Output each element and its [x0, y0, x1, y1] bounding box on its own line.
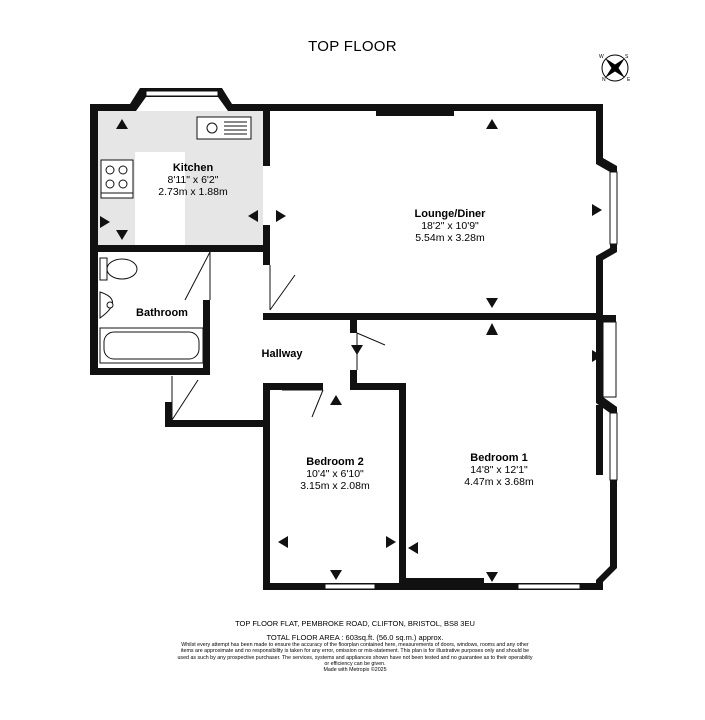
- arrow-bed2-right: [386, 536, 396, 548]
- kitchen-imperial: 8'11" x 6'2": [167, 174, 219, 186]
- wall-kitchen-bay: [90, 88, 270, 111]
- kitchen-metric: 2.73m x 1.88m: [158, 186, 228, 198]
- wall-bed2-left: [263, 385, 270, 590]
- bedroom1-name: Bedroom 1: [470, 452, 528, 464]
- compass-s-label: S: [625, 54, 629, 60]
- kitchen-name: Kitchen: [172, 162, 214, 174]
- wall-bed2-top: [263, 383, 323, 390]
- kitchen-floor-cutout: [135, 152, 185, 247]
- wall-kitchen-right-lower: [263, 225, 270, 265]
- door-bed2: [282, 389, 324, 418]
- arrow-bed1-top: [486, 323, 498, 335]
- arrow-lounge-right: [592, 204, 602, 216]
- wall-bottom-bed1: [403, 583, 603, 590]
- bedroom2-imperial: 10'4" x 6'10": [306, 468, 364, 480]
- arrow-bed2-left: [278, 536, 288, 548]
- compass-rose-icon: S N E W: [596, 49, 634, 87]
- wall-bed2-right: [399, 383, 406, 590]
- wall-bed1-bay-lower: [596, 480, 617, 590]
- wall-bed1-right-upper: [596, 320, 603, 400]
- arrow-hall: [351, 345, 363, 355]
- toilet-bowl: [106, 258, 138, 280]
- room-label-hallway: Hallway: [250, 348, 314, 360]
- footer-disclaimer-block: Whilst every attempt has been made to en…: [175, 642, 535, 673]
- window-bed1-upper: [602, 321, 617, 398]
- bedroom2-metric: 3.15m x 2.08m: [300, 480, 370, 492]
- compass-w-label: W: [599, 54, 604, 60]
- door-kitchen: [269, 265, 296, 311]
- compass-e-label: E: [627, 77, 631, 83]
- wall-bottom-dark: [406, 578, 484, 585]
- hallway-name: Hallway: [261, 348, 303, 360]
- kitchen-hob: [100, 159, 134, 194]
- arrow-lounge-bottom: [486, 298, 498, 308]
- sink-bowl: [206, 122, 218, 134]
- wall-bed1-right-mid: [596, 405, 603, 475]
- room-label-bedroom1: Bedroom 1 14'8" x 12'1" 4.47m x 3.68m: [452, 452, 546, 488]
- lounge-metric: 5.54m x 3.28m: [415, 232, 485, 244]
- wall-hall-bottom: [165, 420, 270, 427]
- arrow-lounge-top: [486, 119, 498, 129]
- wall-bath-top: [90, 245, 210, 252]
- bathroom-name: Bathroom: [136, 307, 188, 319]
- wall-bed1-right-top: [596, 315, 616, 322]
- room-label-kitchen: Kitchen 8'11" x 6'2" 2.73m x 1.88m: [148, 162, 238, 198]
- wall-hall-right-lower: [350, 370, 357, 388]
- page-title: TOP FLOOR: [308, 38, 397, 55]
- bedroom1-imperial: 14'8" x 12'1": [470, 464, 528, 476]
- footer-disclaimer: Whilst every attempt has been made to en…: [177, 642, 533, 667]
- arrow-bed2-top: [330, 395, 342, 405]
- wall-hall-right: [350, 318, 357, 333]
- wall-lounge-bottom: [263, 313, 603, 320]
- oven-panel: [100, 192, 134, 199]
- arrow-kitchen-right: [248, 210, 258, 222]
- window-bed1-bottom: [517, 583, 581, 590]
- wall-kitchen-right: [263, 111, 270, 166]
- window-bed1-lower: [609, 412, 618, 481]
- wall-kitchen-bottom: [210, 245, 270, 252]
- arrow-lounge-left: [276, 210, 286, 222]
- door-bed1: [356, 332, 386, 370]
- wall-lounge-bay: [596, 104, 617, 172]
- room-label-bedroom2: Bedroom 2 10'4" x 6'10" 3.15m x 2.08m: [288, 456, 382, 492]
- bedroom2-name: Bedroom 2: [306, 456, 364, 468]
- room-label-lounge: Lounge/Diner 18'2" x 10'9" 5.54m x 3.28m: [400, 208, 500, 244]
- door-hall-bottom: [171, 376, 199, 421]
- window-bed2-bottom: [324, 583, 376, 590]
- dimension-arrows: [100, 119, 602, 582]
- wall-bath-right: [203, 300, 210, 375]
- window-kitchen: [145, 90, 219, 97]
- arrow-bed1-bottom: [486, 572, 498, 582]
- arrow-bed1-left: [408, 542, 418, 554]
- footer-credit: Made with Metropix ©2025: [323, 667, 387, 674]
- arrow-kitchen-left: [100, 216, 110, 228]
- wall-lounge-bay-lower: [596, 244, 617, 320]
- arrow-bed2-bottom: [330, 570, 342, 580]
- walls: [90, 88, 617, 590]
- toilet-cistern: [99, 257, 108, 281]
- drainer-lines: [224, 121, 247, 135]
- wall-bed1-bay-upper: [596, 397, 617, 413]
- wall-bed2-top-right: [350, 383, 406, 390]
- arrow-kitchen-bottom: [116, 230, 128, 240]
- bedroom1-metric: 4.47m x 3.68m: [464, 476, 534, 488]
- compass-n-label: N: [602, 77, 606, 83]
- lounge-imperial: 18'2" x 10'9": [421, 220, 479, 232]
- wall-kitchen-left: [90, 104, 98, 374]
- window-lounge: [609, 171, 618, 245]
- arrow-kitchen-top: [116, 119, 128, 129]
- footer-area: TOTAL FLOOR AREA : 603sq.ft. (56.0 sq.m.…: [266, 633, 444, 642]
- wall-top-lounge: [263, 104, 603, 111]
- arrow-bed1-right: [592, 350, 602, 362]
- room-label-bathroom: Bathroom: [124, 307, 200, 319]
- wall-hall-left: [165, 402, 172, 427]
- lounge-name: Lounge/Diner: [414, 208, 486, 220]
- kitchen-sink: [196, 116, 252, 140]
- door-bathroom: [184, 251, 211, 301]
- wall-lounge-top-dark: [376, 111, 454, 116]
- wall-bath-bottom: [90, 368, 210, 375]
- footer-address: TOP FLOOR FLAT, PEMBROKE ROAD, CLIFTON, …: [235, 619, 475, 628]
